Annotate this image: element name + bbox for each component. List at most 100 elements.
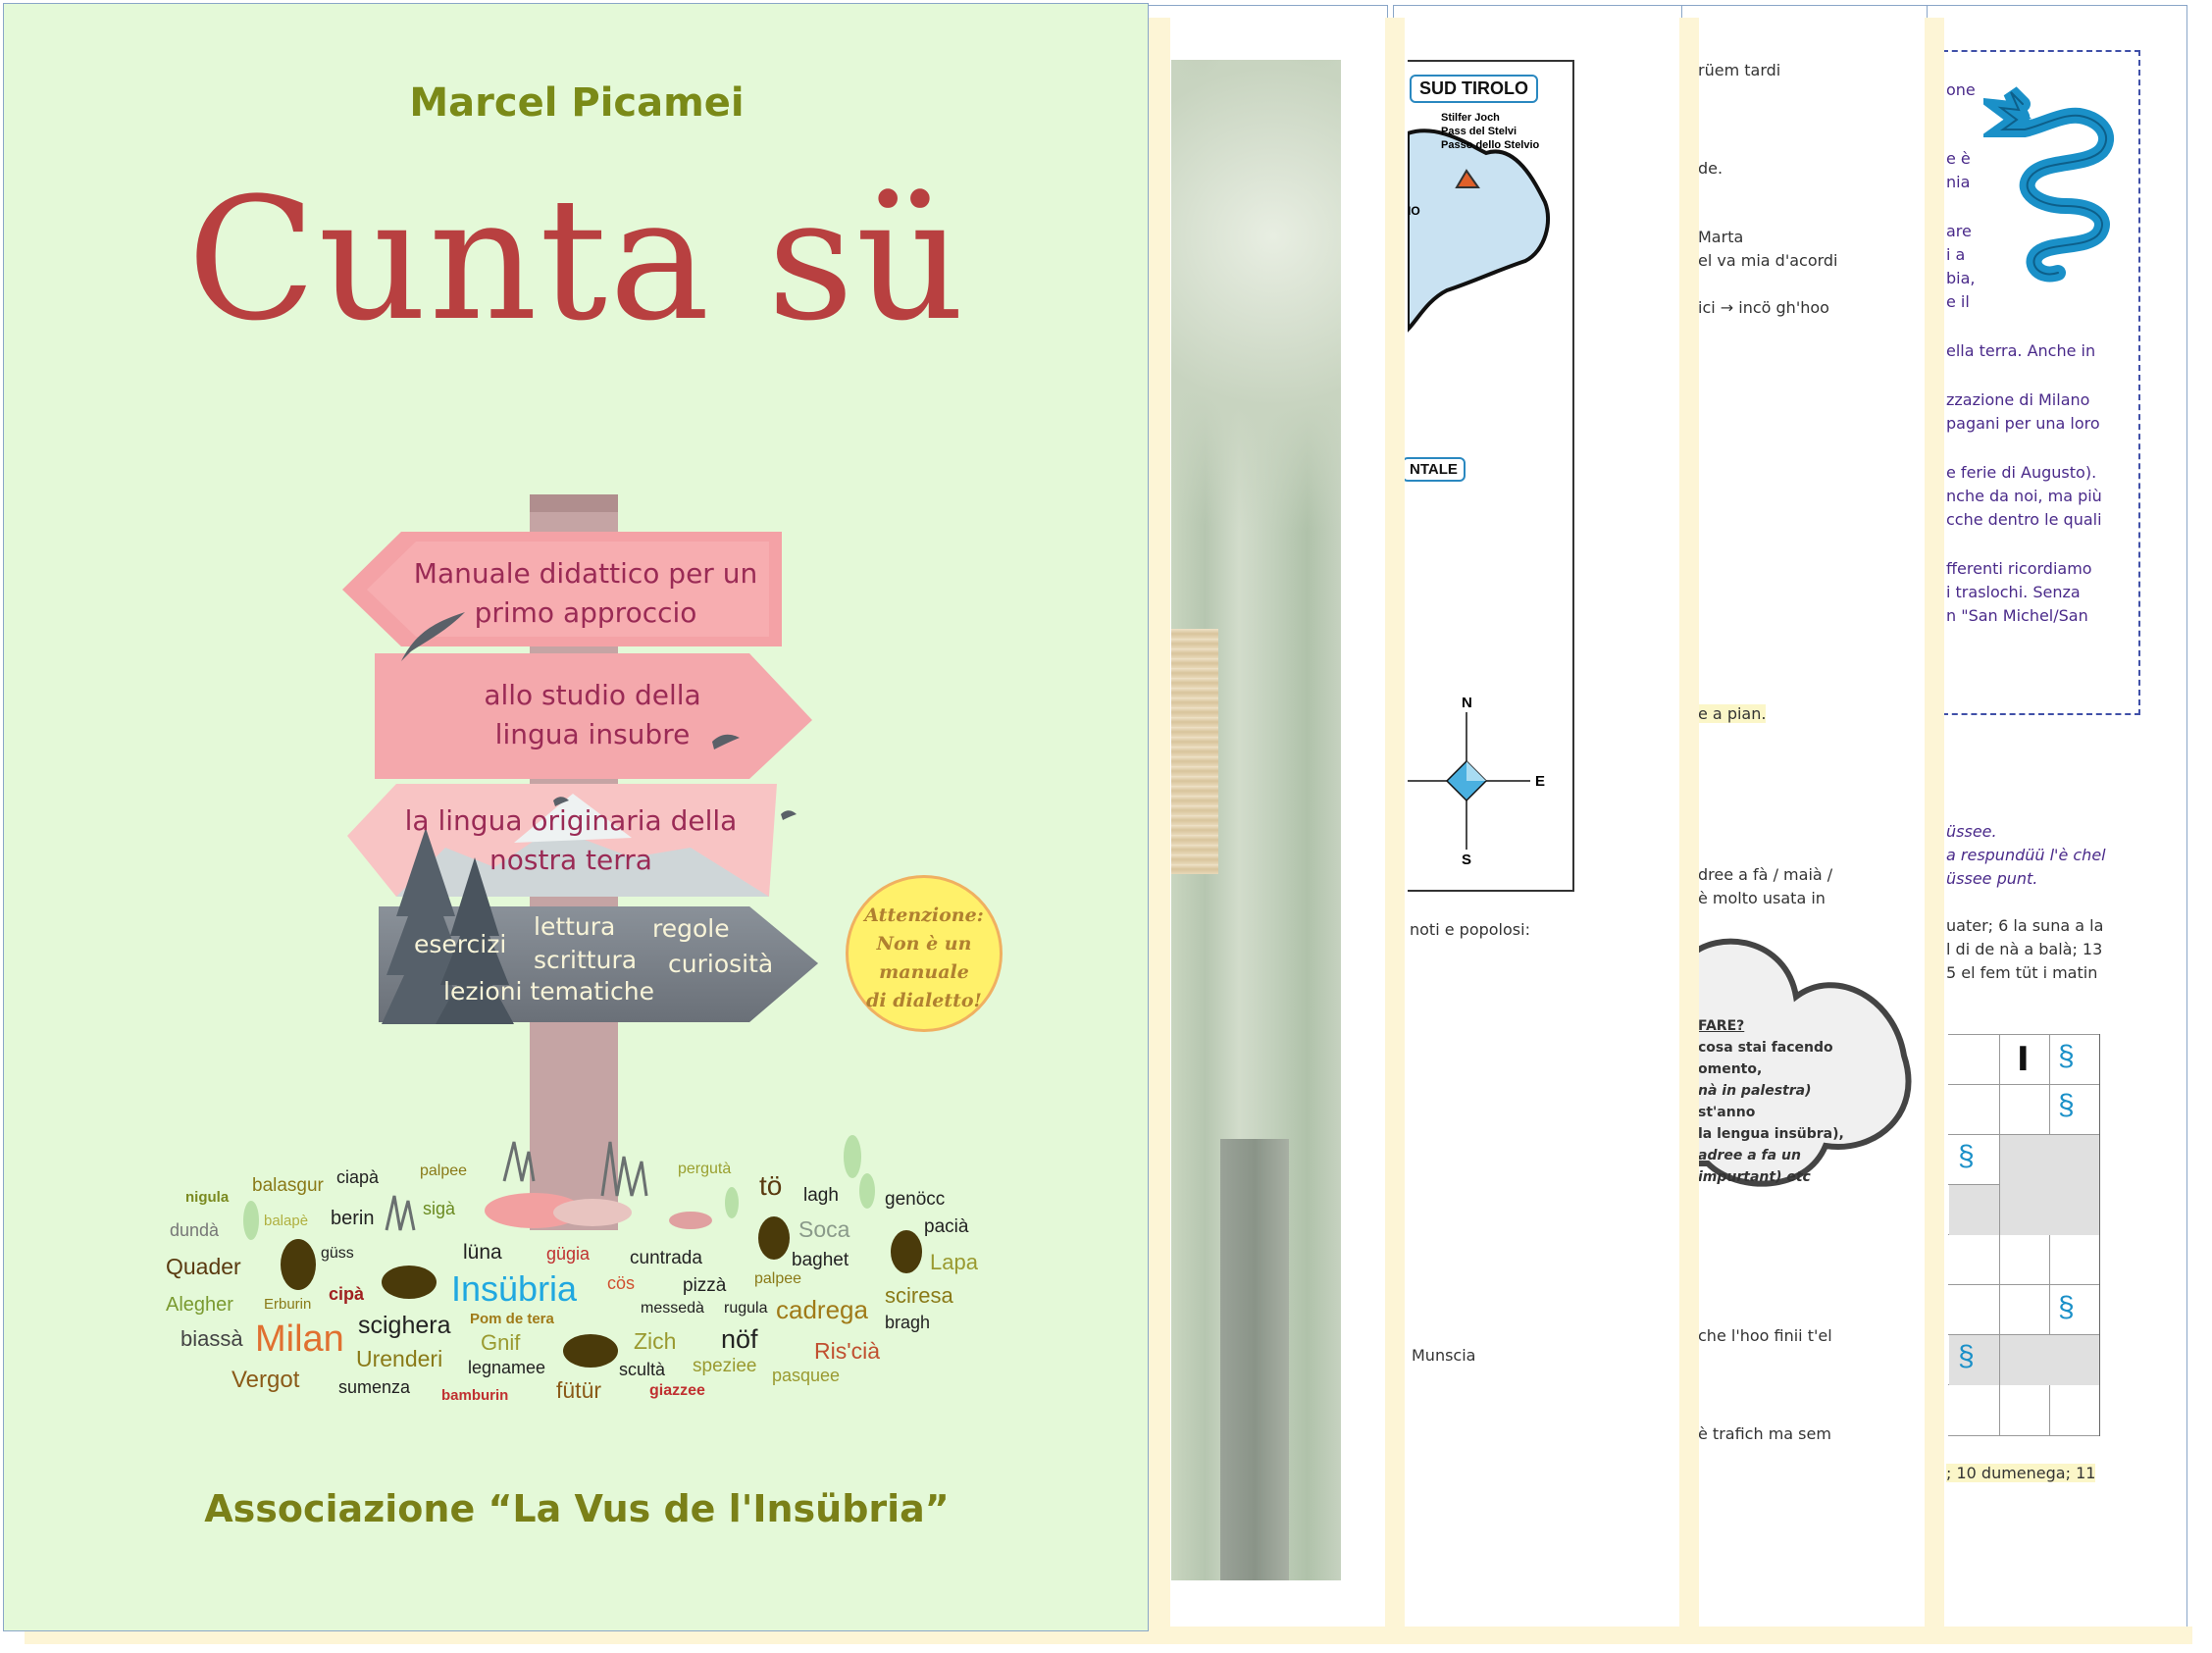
biscione-icon: § <box>2058 1089 2075 1121</box>
cloud-word: rugula <box>724 1300 768 1317</box>
page5-line: e è <box>1946 149 1971 168</box>
cloud-word: cipà <box>329 1284 365 1304</box>
badge-line: Attenzione: <box>864 904 984 926</box>
page-3: SUD TIROLO Stilfer Joch Pass del Stelvi … <box>1393 5 1682 1628</box>
page4-line: ici → incö gh'hoo <box>1698 298 1829 317</box>
compass-e: E <box>1535 773 1546 790</box>
cloud-word: bragh <box>885 1313 931 1332</box>
signpost-illustration <box>243 494 922 1368</box>
pass-label: Passo dello Stelvio <box>1441 139 1540 151</box>
cloud-word: legnamee <box>468 1358 546 1377</box>
cloud-word: sumenza <box>338 1377 411 1397</box>
cloud-word: Alegher <box>166 1294 233 1316</box>
cloud-word: Milan <box>255 1318 344 1360</box>
cloud-word: biassà <box>180 1326 243 1351</box>
cloud-word: ciapà <box>336 1167 380 1187</box>
cloud-word: dundà <box>170 1220 220 1240</box>
sign-line: primo approccio <box>474 596 697 629</box>
tree-photo <box>1171 60 1341 1580</box>
cloud-word: bamburin <box>441 1386 509 1404</box>
cloud-word: Quader <box>166 1253 241 1279</box>
page5-italic: üssee punt. <box>1946 869 2038 888</box>
badge-line: manuale <box>879 961 969 983</box>
book-cover: Marcel Picamei Cunta sü <box>3 3 1149 1631</box>
sign-word: lettura <box>534 912 616 941</box>
cloud-word: pergutà <box>678 1161 732 1177</box>
cloud-word: Gnif <box>481 1330 521 1355</box>
page5-line: e il <box>1946 292 1970 311</box>
page5-line: ella terra. Anche in <box>1946 341 2096 360</box>
page4-line: el va mia d'acordi <box>1698 251 1838 270</box>
pass-label: Stilfer Joch <box>1441 112 1500 124</box>
cloud-word: cuntrada <box>630 1247 702 1268</box>
page4-line: è trafich ma sem <box>1698 1424 1831 1443</box>
cloud-word: Erburin <box>264 1295 312 1313</box>
cloud-word: Lapa <box>930 1250 978 1274</box>
cloud-word: fütür <box>556 1376 602 1403</box>
page5-line: nche da noi, ma più <box>1946 487 2102 505</box>
page4-line: e a pian. <box>1698 704 1767 723</box>
compass-n: N <box>1462 695 1472 711</box>
page-5: one e è nia are i a bia, e il ella terra… <box>1912 5 2187 1628</box>
region-label: SUD TIROLO <box>1410 75 1538 103</box>
sign-word: curiosità <box>668 950 774 978</box>
sign-word: regole <box>652 914 730 943</box>
cloud-word: pacià <box>924 1215 969 1237</box>
page4-line: che l'hoo finii t'el <box>1698 1326 1832 1345</box>
page3-text: noti e popolosi: <box>1410 920 1530 939</box>
cloud-word: baghet <box>792 1249 849 1270</box>
publisher: Associazione “La Vus de l'Insübria” <box>204 1487 950 1530</box>
badge-line: di dialetto! <box>866 990 982 1011</box>
page5-line: i traslochi. Senza <box>1946 583 2081 601</box>
cloud-word: berin <box>331 1208 375 1229</box>
compass-s: S <box>1462 852 1472 868</box>
cloud-word: Pom de tera <box>470 1310 554 1327</box>
biscione-icon <box>1983 86 2114 283</box>
cloud-word: sigà <box>423 1199 456 1218</box>
page5-line: e ferie di Augusto). <box>1946 463 2097 482</box>
cloud-line: impurtant) etc <box>1698 1169 1811 1185</box>
warning-badge: Attenzione: Non è un manuale di dialetto… <box>846 875 1003 1032</box>
cloud-line: omento, <box>1698 1061 1763 1077</box>
cloud-word: Insübria <box>451 1268 578 1309</box>
sign-word: esercizi <box>414 930 507 958</box>
page-edge <box>1385 18 1405 1636</box>
page5-line: are <box>1946 222 1972 240</box>
page5-line: n "San Michel/San <box>1946 606 2088 625</box>
sign-line: Manuale didattico per un <box>413 557 758 590</box>
cloud-word: nöf <box>721 1323 758 1354</box>
map-frame <box>1408 60 1574 892</box>
cloud-line: adree a fa un <box>1698 1148 1801 1163</box>
page5-line: bia, <box>1946 269 1976 287</box>
cloud-word: lüna <box>463 1240 502 1264</box>
page5-line: one <box>1946 80 1976 99</box>
cloud-word: genöcc <box>885 1188 946 1210</box>
thought-cloud <box>1669 938 1912 1187</box>
cloud-word: scultà <box>619 1360 666 1379</box>
cloud-line: la lengua insübra), <box>1698 1126 1844 1142</box>
cloud-line: nà in palestra) <box>1698 1083 1812 1099</box>
cloud-word: Soca <box>798 1215 850 1242</box>
sign-line: lingua insubre <box>494 718 691 750</box>
book-title: Cunta sü <box>186 161 967 358</box>
cloud-line: cosa stai facendo <box>1698 1040 1833 1056</box>
page5-italic: a respundüü l'è chel <box>1946 846 2106 864</box>
page5-text: l di de nà a balà; 13 <box>1946 940 2103 958</box>
sign-line: la lingua originaria della <box>404 804 738 837</box>
page4-line: è molto usata in <box>1698 889 1826 907</box>
page5-line: cche dentro le quali <box>1946 510 2102 529</box>
page5-text: uater; 6 la suna a la <box>1946 916 2104 935</box>
cloud-word: tö <box>759 1170 783 1201</box>
cloud-word: scighera <box>358 1311 451 1339</box>
cloud-word: giazzee <box>649 1382 705 1399</box>
page5-line: fferenti ricordiamo <box>1946 559 2092 578</box>
cloud-word: Urenderi <box>356 1345 443 1371</box>
cloud-word: pizzà <box>683 1274 727 1296</box>
cloud-line: st'anno <box>1698 1105 1756 1120</box>
cloud-word: balapè <box>264 1212 309 1229</box>
compass-icon <box>1408 712 1530 850</box>
page5-footer: ; 10 dumenega; 11 <box>1946 1464 2096 1482</box>
cloud-word: Zich <box>634 1327 677 1354</box>
pass-label: Pass del Stelvi <box>1441 126 1518 137</box>
